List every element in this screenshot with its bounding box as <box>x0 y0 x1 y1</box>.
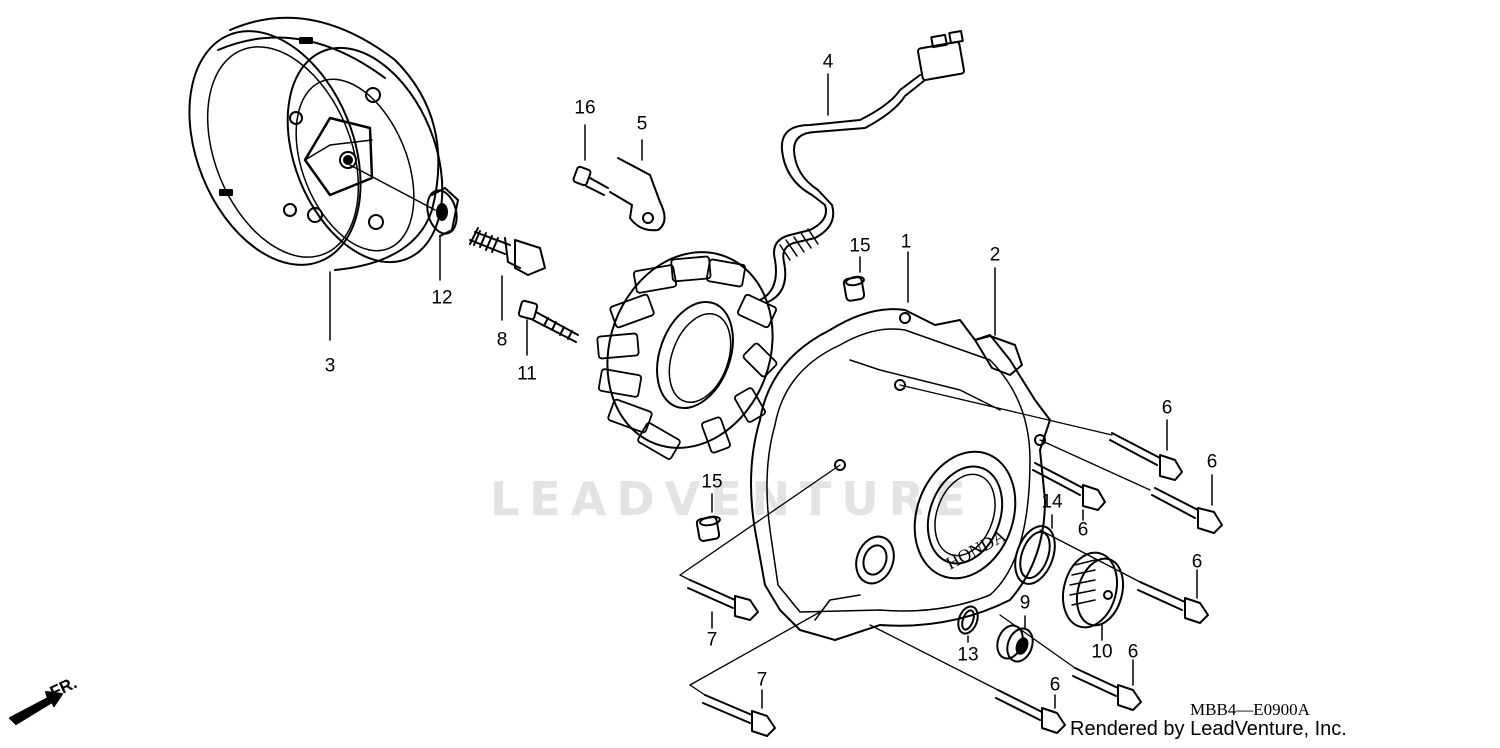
callout-12[interactable]: 12 <box>431 287 453 309</box>
render-credit: Rendered by LeadVenture, Inc. <box>1070 718 1347 740</box>
callout-14[interactable]: 14 <box>1041 491 1063 513</box>
cover-bolt-4[interactable] <box>1137 569 1209 624</box>
callout-6[interactable]: 6 <box>1206 451 1218 473</box>
flywheel-bolt[interactable] <box>469 227 546 321</box>
wire-harness[interactable] <box>759 30 965 303</box>
cover-bracket[interactable] <box>974 267 1023 376</box>
clamp-bolt[interactable] <box>572 124 609 196</box>
dowel-pin-upper[interactable] <box>842 256 866 302</box>
wire-clamp[interactable] <box>609 139 666 232</box>
timing-hole-cap[interactable] <box>1055 547 1130 641</box>
cover-bolt-6[interactable] <box>995 689 1066 734</box>
stator[interactable] <box>581 229 800 472</box>
callout-7[interactable]: 7 <box>706 629 718 651</box>
callout-16[interactable]: 16 <box>574 97 596 119</box>
guide-lines <box>679 384 1151 696</box>
callout-9[interactable]: 9 <box>1019 592 1031 614</box>
cover-bolt-long-2[interactable] <box>702 689 776 737</box>
cover-brand-text: HONDA <box>942 525 1009 573</box>
watermark: LEADVENTURE <box>490 472 976 526</box>
cover-bolt-2[interactable] <box>1032 462 1106 521</box>
callout-4[interactable]: 4 <box>822 51 834 73</box>
callout-11[interactable]: 11 <box>517 363 537 385</box>
stator-bolt[interactable] <box>517 299 579 356</box>
diagram-code: MBB4—E0900A <box>1190 700 1310 719</box>
left-crankcase-cover[interactable] <box>750 251 1051 641</box>
callout-6[interactable]: 6 <box>1161 397 1173 419</box>
cover-bolt-3[interactable] <box>1151 474 1223 534</box>
callout-5[interactable]: 5 <box>636 113 648 135</box>
dowel-pin-lower[interactable] <box>695 493 721 542</box>
o-ring[interactable] <box>1008 514 1062 589</box>
washer[interactable] <box>349 164 461 281</box>
callout-6[interactable]: 6 <box>1049 674 1061 696</box>
front-direction-arrow-icon <box>9 691 63 725</box>
callout-7[interactable]: 7 <box>756 669 768 691</box>
callout-6[interactable]: 6 <box>1127 641 1139 663</box>
callout-15[interactable]: 15 <box>849 235 871 257</box>
callout-10[interactable]: 10 <box>1091 641 1113 663</box>
small-plug[interactable] <box>993 615 1037 665</box>
callout-6[interactable]: 6 <box>1191 551 1203 573</box>
cover-bolt-long-1[interactable] <box>687 579 759 629</box>
cover-bolt-5[interactable] <box>1072 659 1142 711</box>
callout-6[interactable]: 6 <box>1077 519 1089 541</box>
small-o-ring[interactable] <box>955 604 981 643</box>
callout-13[interactable]: 13 <box>957 644 979 666</box>
callout-2[interactable]: 2 <box>989 244 1001 266</box>
callout-15[interactable]: 15 <box>701 471 723 493</box>
cover-bolt-1[interactable] <box>1109 419 1183 481</box>
callout-8[interactable]: 8 <box>496 329 508 351</box>
flywheel[interactable] <box>157 6 472 341</box>
callout-1[interactable]: 1 <box>900 231 912 253</box>
callout-3[interactable]: 3 <box>324 355 336 377</box>
